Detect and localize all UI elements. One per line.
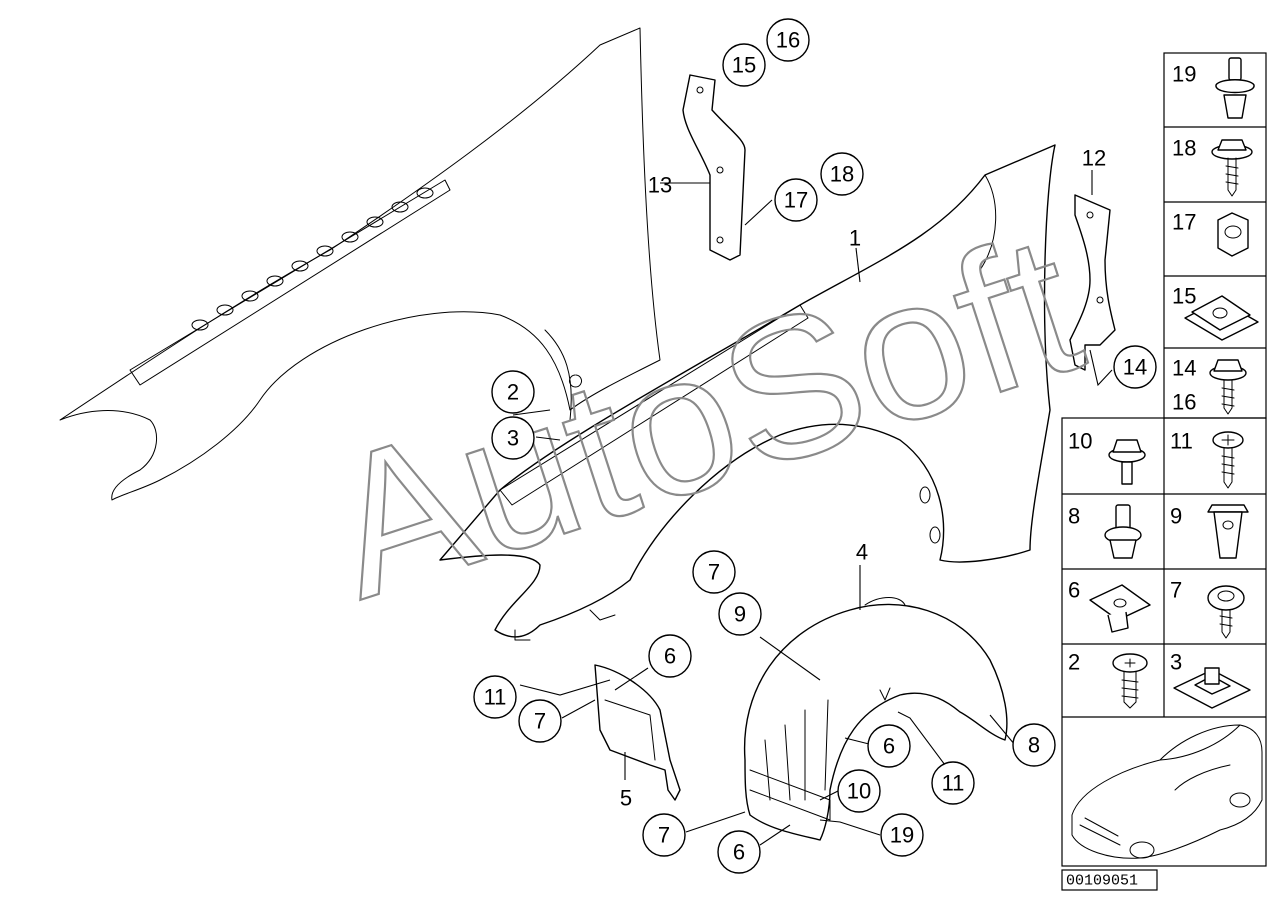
- callout-14: 14: [1113, 345, 1157, 389]
- callout-17: 17: [774, 178, 818, 222]
- collar-screw-icon: [1211, 139, 1253, 197]
- svg-text:11: 11: [942, 771, 965, 796]
- flange-screw-icon: [1209, 359, 1247, 415]
- clip-nut-icon: [1184, 295, 1259, 341]
- bracket-part-13: [682, 74, 746, 261]
- callout-7-bottom: 7: [642, 813, 686, 857]
- svg-text:9: 9: [734, 602, 746, 627]
- legend-label-8: 8: [1068, 504, 1080, 529]
- hex-nut-icon: [1217, 212, 1249, 257]
- svg-text:6: 6: [733, 840, 745, 865]
- fastener-legend: 19 18 17 15 14 16 10 11 8 9 6 7 2 3: [1061, 52, 1267, 891]
- plastic-nut-icon: [1207, 504, 1249, 559]
- label-5: 5: [620, 786, 632, 811]
- legend-label-3: 3: [1170, 650, 1182, 675]
- svg-text:7: 7: [658, 823, 670, 848]
- callout-6-bottom: 6: [717, 830, 761, 874]
- label-4: 4: [856, 540, 868, 565]
- svg-text:19: 19: [890, 823, 914, 848]
- cage-nut-icon: [1173, 667, 1251, 709]
- svg-text:18: 18: [830, 162, 854, 187]
- leader-lines: [512, 170, 1113, 846]
- svg-text:7: 7: [708, 560, 720, 585]
- splash-shield-part-5: [594, 664, 681, 801]
- svg-text:16: 16: [776, 28, 800, 53]
- callout-15: 15: [722, 43, 766, 87]
- label-12: 12: [1082, 146, 1106, 171]
- callout-6-liner: 6: [867, 724, 911, 768]
- reference-number: 00109051: [1066, 873, 1138, 890]
- svg-text:11: 11: [484, 685, 507, 710]
- washer-screw-icon: [1207, 585, 1245, 639]
- legend-label-14: 14: [1172, 356, 1196, 381]
- callout-2: 2: [491, 370, 535, 414]
- legend-label-11: 11: [1170, 429, 1193, 454]
- legend-label-9: 9: [1170, 504, 1182, 529]
- legend-label-19: 19: [1172, 62, 1196, 87]
- vehicle-thumbnail: [1071, 724, 1263, 859]
- legend-label-10: 10: [1068, 429, 1092, 454]
- torx-screw-icon: [1112, 653, 1148, 709]
- svg-text:7: 7: [534, 709, 546, 734]
- phillips-screw-icon: [1212, 431, 1244, 489]
- svg-text:10: 10: [847, 779, 871, 804]
- mounting-holes-strip: [191, 187, 434, 331]
- collar-bolt-icon: [1108, 439, 1146, 485]
- legend-label-18: 18: [1172, 136, 1196, 161]
- speed-clip-icon: [1089, 584, 1151, 633]
- legend-label-15: 15: [1172, 284, 1196, 309]
- legend-label-17: 17: [1172, 210, 1196, 235]
- svg-text:3: 3: [507, 426, 519, 451]
- wheel-arch-liner-part-4: [743, 597, 1008, 841]
- callout-19: 19: [880, 813, 924, 857]
- svg-text:6: 6: [883, 734, 895, 759]
- push-rivet-icon: [1215, 57, 1255, 119]
- svg-text:17: 17: [784, 188, 808, 213]
- callout-7-left: 7: [518, 699, 562, 743]
- legend-label-2: 2: [1068, 650, 1080, 675]
- callout-9: 9: [718, 592, 762, 636]
- callout-10: 10: [837, 769, 881, 813]
- svg-text:2: 2: [507, 380, 519, 405]
- bracket-part-12: [1069, 194, 1116, 371]
- svg-text:6: 6: [664, 644, 676, 669]
- callout-3: 3: [491, 416, 535, 460]
- svg-text:8: 8: [1028, 733, 1040, 758]
- svg-text:15: 15: [732, 53, 756, 78]
- callout-7-top: 7: [692, 550, 736, 594]
- svg-text:14: 14: [1123, 355, 1147, 380]
- front-fender-part-1: [439, 144, 1056, 641]
- label-1: 1: [849, 226, 861, 251]
- callout-8: 8: [1012, 723, 1056, 767]
- legend-label-7: 7: [1170, 578, 1182, 603]
- callout-11-right: 11: [931, 761, 975, 805]
- label-13: 13: [648, 173, 672, 198]
- callout-6-shield: 6: [648, 634, 692, 678]
- callout-11-left: 11: [473, 675, 517, 719]
- legend-label-6: 6: [1068, 578, 1080, 603]
- callout-18: 18: [820, 152, 864, 196]
- callout-16: 16: [766, 18, 810, 62]
- expanding-rivet-icon: [1104, 504, 1142, 559]
- fender-outline-background: [59, 27, 661, 501]
- legend-label-16: 16: [1172, 390, 1196, 415]
